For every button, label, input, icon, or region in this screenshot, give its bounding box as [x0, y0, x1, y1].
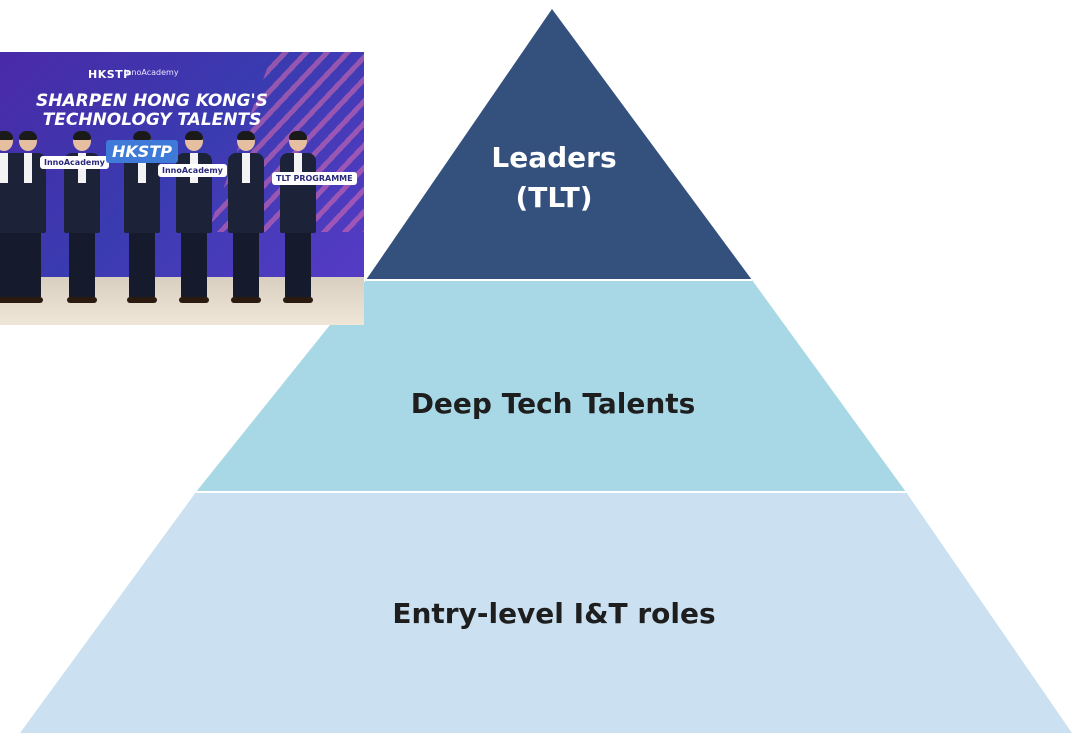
innoacademy-sign: InnoAcademy: [40, 156, 109, 169]
tier-deep-tech-shape: [196, 280, 906, 492]
tier-leaders-label: Leaders (TLT): [448, 138, 660, 218]
person: [124, 131, 160, 303]
innoacademy-logo: InnoAcademy: [124, 68, 179, 77]
tier-leaders-label-line1: Leaders: [491, 141, 617, 174]
event-photo: HKSTP InnoAcademy SHARPEN HONG KONG'S TE…: [0, 52, 364, 325]
tier-entry-level-shape: [20, 492, 1072, 733]
tlt-programme-sign: TLT PROGRAMME: [272, 172, 357, 185]
tier-deep-tech-label: Deep Tech Talents: [410, 387, 696, 420]
person: [280, 131, 316, 303]
hkstp-sign: HKSTP: [106, 140, 178, 163]
tier-leaders-shape: [366, 9, 752, 280]
photo-headline: SHARPEN HONG KONG'S TECHNOLOGY TALENTS: [2, 92, 302, 130]
photo-headline-line2: TECHNOLOGY TALENTS: [42, 110, 262, 130]
tier-leaders-label-line2: (TLT): [515, 181, 593, 214]
photo-headline-line1: SHARPEN HONG KONG'S: [36, 91, 268, 111]
person: [228, 131, 264, 303]
tier-entry-level-label: Entry-level I&T roles: [392, 597, 716, 630]
hkstp-logo: HKSTP: [88, 68, 132, 81]
person: [176, 131, 212, 303]
innoacademy-sign: InnoAcademy: [158, 164, 227, 177]
